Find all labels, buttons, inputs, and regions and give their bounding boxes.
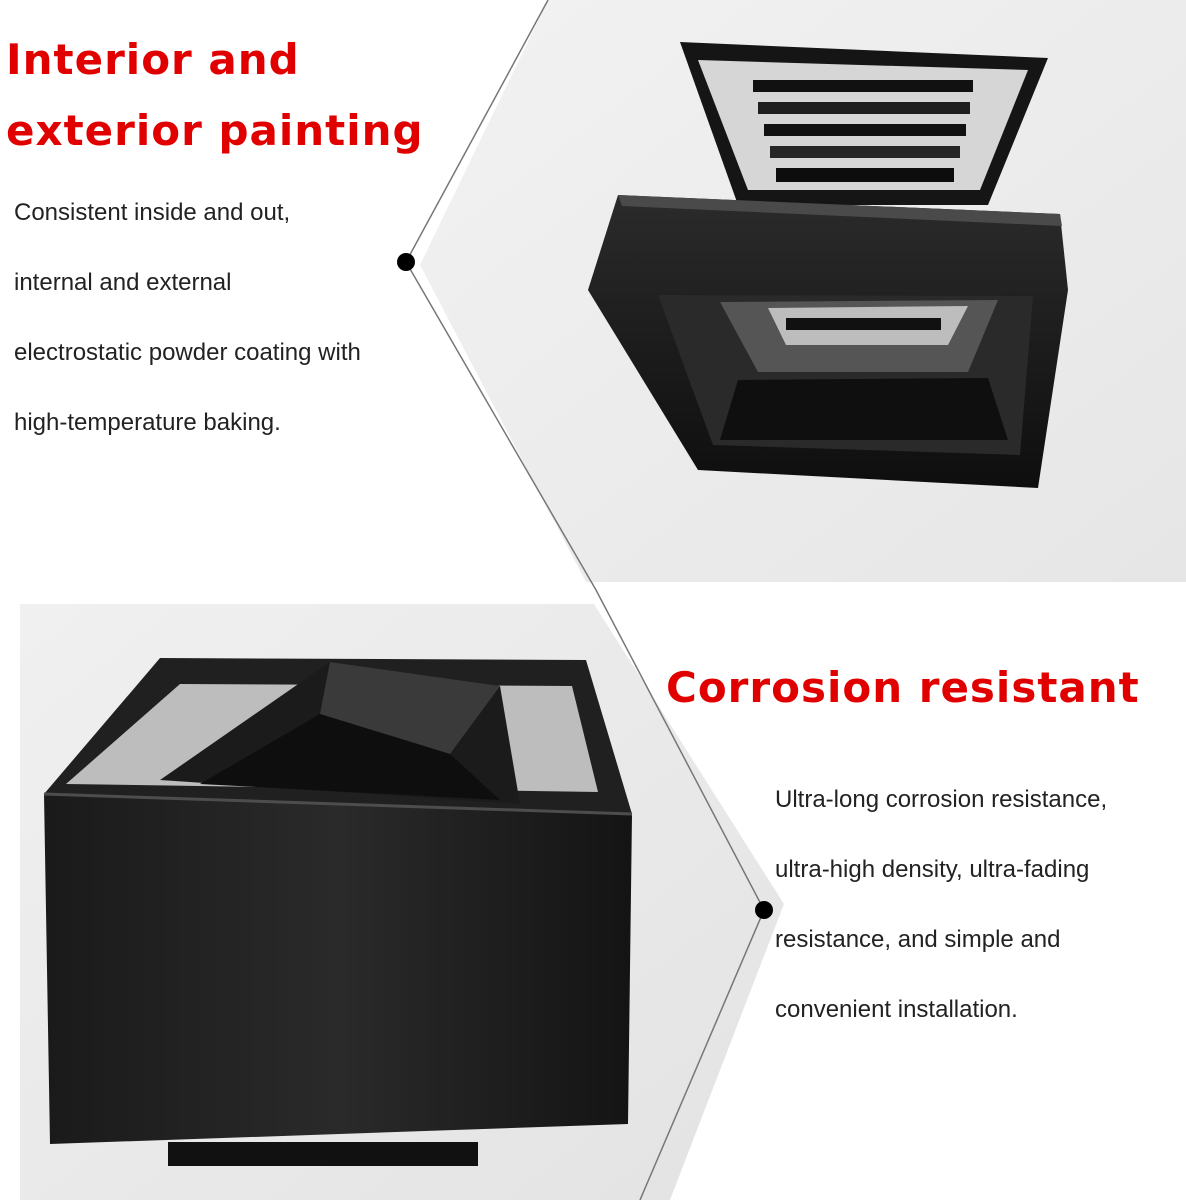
description-line: high-temperature baking. bbox=[14, 409, 281, 436]
description-line: electrostatic powder coating with bbox=[14, 339, 361, 366]
interior-exterior-painting-title: Interior and exterior painting bbox=[6, 36, 424, 155]
description-line: internal and external bbox=[14, 269, 232, 296]
corrosion-description: Ultra-long corrosion resistance, ultra-h… bbox=[775, 783, 1107, 1063]
vent-hood-photo bbox=[420, 0, 1186, 582]
corrosion-resistant-title: Corrosion resistant bbox=[666, 663, 1140, 712]
description-line: ultra-high density, ultra-fading bbox=[775, 856, 1090, 883]
description-line: Consistent inside and out, bbox=[14, 199, 291, 226]
title-line: exterior painting bbox=[6, 106, 424, 155]
description-line: resistance, and simple and bbox=[775, 926, 1061, 953]
title-line: Interior and bbox=[6, 35, 300, 84]
description-line: convenient installation. bbox=[775, 996, 1018, 1023]
painting-description: Consistent inside and out, internal and … bbox=[14, 196, 361, 476]
description-line: Ultra-long corrosion resistance, bbox=[775, 786, 1108, 813]
